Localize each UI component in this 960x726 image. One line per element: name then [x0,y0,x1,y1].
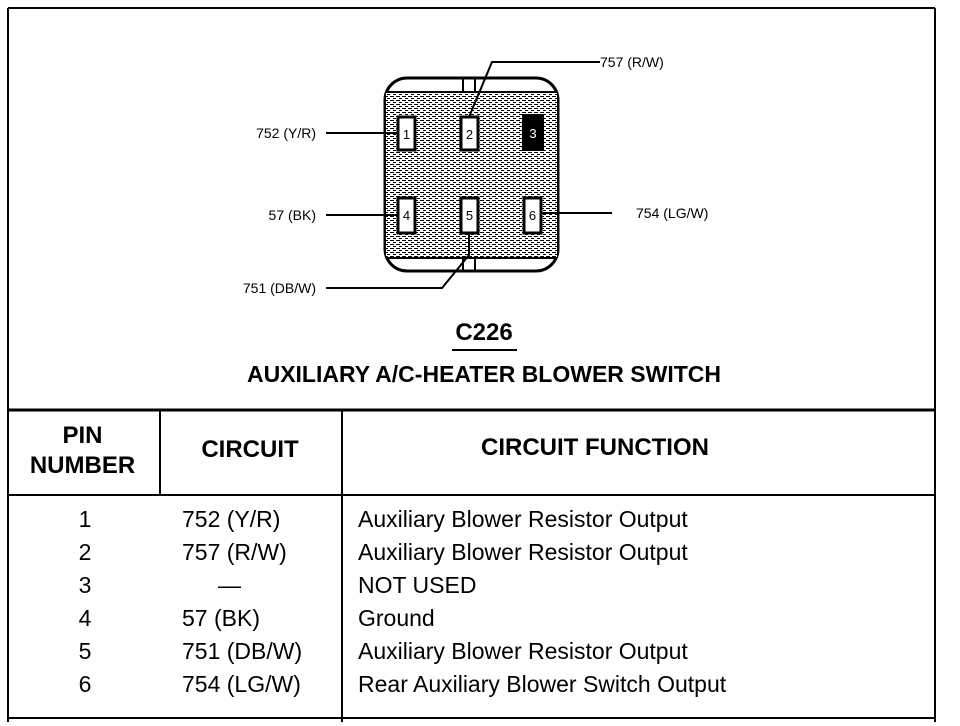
table-cell-function: Auxiliary Blower Resistor Output [358,506,688,532]
pin-4-number: 4 [403,208,410,223]
table-cell-pin: 4 [78,605,92,631]
table-cell-pin: 5 [78,638,92,664]
pin-5: 5 [459,196,480,235]
table-cell-pin: 2 [78,539,92,565]
connector-id: C226 [455,319,512,346]
wire-label-pin5: 751 (DB/W) [243,280,316,296]
pin-1-number: 1 [403,127,410,142]
table-cell-function: Auxiliary Blower Resistor Output [358,638,688,664]
table-cell-circuit: 757 (R/W) [182,539,287,565]
table-cell-function: Auxiliary Blower Resistor Output [358,539,688,565]
pin-2: 2 [459,115,480,152]
connector-title: AUXILIARY A/C-HEATER BLOWER SWITCH [247,361,721,387]
table-cell-circuit: — [218,572,241,598]
wire-label-pin4: 57 (BK) [269,207,316,223]
leader-lines [326,61,612,289]
pin-1: 1 [396,115,417,152]
table-cell-circuit: 754 (LG/W) [182,671,301,697]
table-cell-circuit: 57 (BK) [182,605,260,631]
header-pin-number: PIN NUMBER [20,421,145,481]
pin-6-number: 6 [529,208,536,223]
table-cell-pin: 6 [78,671,92,697]
table-cell-pin: 1 [78,506,92,532]
table-cell-function: NOT USED [358,572,477,598]
table-cell-circuit: 752 (Y/R) [182,506,281,532]
wire-label-pin1: 752 (Y/R) [256,125,316,141]
header-pin-line1: PIN [62,422,103,449]
pin-6: 6 [522,196,543,235]
table-grid [8,408,935,722]
pin-4: 4 [396,196,417,235]
leader-pin5 [326,233,470,289]
header-pin-line2: NUMBER [29,452,136,479]
table-cell-circuit: 751 (DB/W) [182,638,303,664]
header-circuit: CIRCUIT [201,436,299,463]
pin-2-number: 2 [466,127,473,142]
header-circuit-function: CIRCUIT FUNCTION [481,434,709,461]
page-border [7,7,936,722]
circuit-column: 752 (Y/R) 757 (R/W) — 57 (BK) 751 (DB/W)… [182,503,302,701]
connector-body [383,76,560,273]
table-cell-function: Rear Auxiliary Blower Switch Output [358,671,727,697]
table-cell-pin: 3 [78,572,92,598]
pin-3-number: 3 [529,126,536,141]
pin-column: 1 2 3 4 5 6 [40,503,130,701]
table-cell-function: Ground [358,605,435,631]
function-column: Auxiliary Blower Resistor Output Auxilia… [358,503,726,701]
wire-label-pin2: 757 (R/W) [600,54,664,70]
leader-pin2 [468,61,600,118]
pin-3: 3 [522,114,544,151]
pin-5-number: 5 [466,208,473,223]
wire-label-pin6: 754 (LG/W) [636,205,708,221]
